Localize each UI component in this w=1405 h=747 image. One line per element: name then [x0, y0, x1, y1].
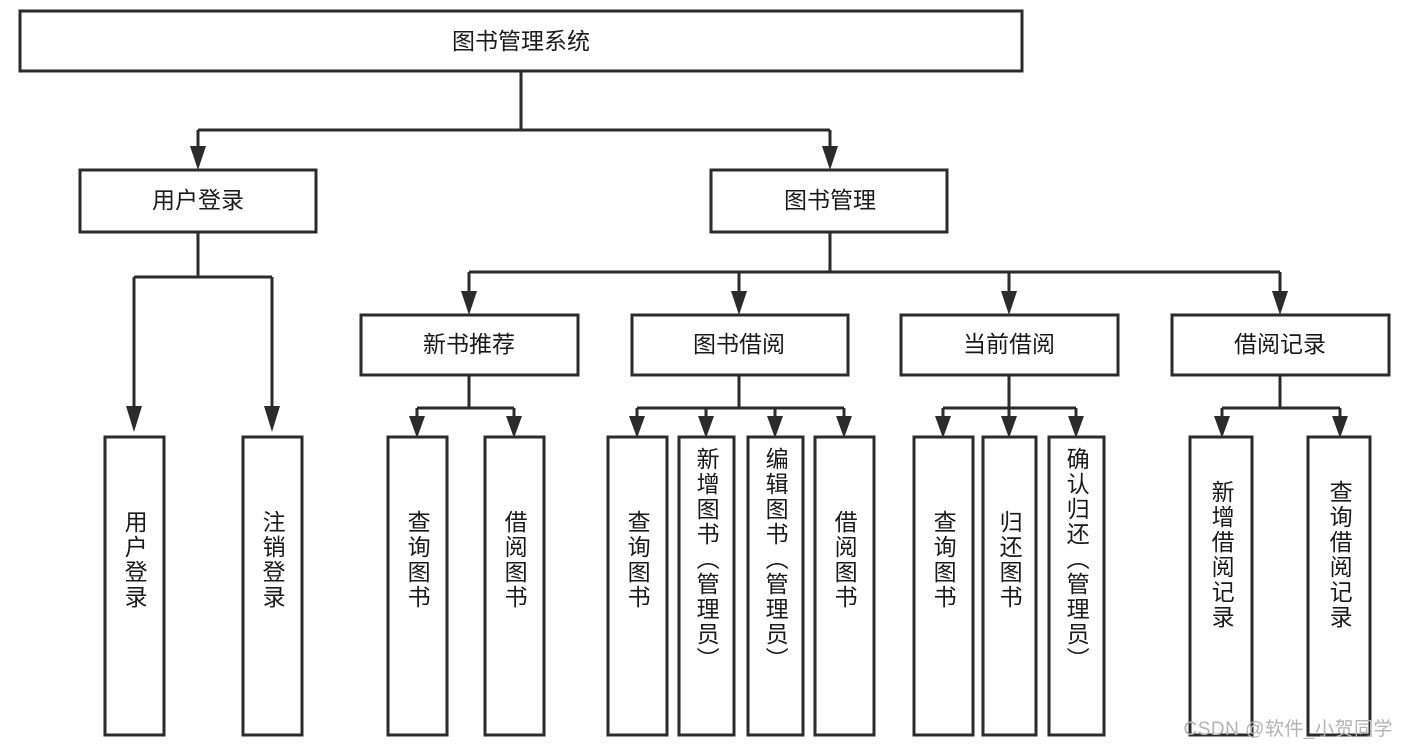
node-user-login[interactable]: 用户登录 — [78, 168, 318, 234]
arrow-to-leaf-logout-login — [264, 406, 280, 432]
node-new-book-recommend[interactable]: 新书推荐 — [359, 313, 580, 377]
node-root-box[interactable] — [18, 9, 1024, 73]
arrow-to-book-borrow — [731, 291, 747, 315]
node-book-borrow-box[interactable] — [630, 313, 850, 377]
arrow-to-book-management — [822, 146, 838, 170]
node-leaf-edit-book-admin-box[interactable] — [746, 435, 805, 737]
arrow-to-leaf-borrow-book-1 — [506, 416, 522, 438]
node-leaf-return-book-box[interactable] — [981, 435, 1038, 737]
node-borrow-record-box[interactable] — [1170, 313, 1391, 377]
node-leaf-confirm-return-admin-box[interactable] — [1047, 435, 1106, 737]
node-new-book-recommend-label: 新书推荐 — [423, 331, 515, 357]
arrow-to-leaf-add-book-admin — [698, 416, 714, 438]
node-leaf-add-book-admin-box[interactable] — [677, 435, 736, 737]
edge-group — [126, 71, 1348, 438]
node-root-label: 图书管理系统 — [452, 28, 590, 54]
arrow-to-leaf-query-book-2 — [629, 416, 645, 438]
node-book-management-label: 图书管理 — [784, 187, 876, 213]
arrow-to-leaf-confirm-return-admin — [1068, 416, 1084, 438]
node-leaf-query-book-3-box[interactable] — [912, 435, 975, 737]
node-leaf-query-book-2-box[interactable] — [606, 435, 669, 737]
node-leaf-user-login-box[interactable] — [103, 435, 166, 737]
node-book-borrow-label: 图书借阅 — [693, 331, 785, 357]
arrow-to-current-borrow — [1001, 291, 1017, 315]
arrow-to-new-book-recommend — [461, 291, 477, 315]
arrow-to-leaf-edit-book-admin — [767, 416, 783, 438]
node-current-borrow-label: 当前借阅 — [963, 331, 1055, 357]
arrow-to-borrow-record — [1272, 291, 1288, 315]
node-leaf-logout-login-box[interactable] — [241, 435, 304, 737]
node-current-borrow-box[interactable] — [899, 313, 1120, 377]
node-borrow-record[interactable]: 借阅记录 — [1170, 313, 1391, 377]
leaf-node-group — [103, 435, 1372, 737]
node-new-book-recommend-box[interactable] — [359, 313, 580, 377]
arrow-to-leaf-borrow-book-2 — [836, 416, 852, 438]
node-book-management-box[interactable] — [709, 168, 949, 234]
arrow-to-leaf-query-book-1 — [409, 416, 425, 438]
node-current-borrow[interactable]: 当前借阅 — [899, 313, 1120, 377]
node-root[interactable]: 图书管理系统 — [18, 9, 1024, 73]
arrow-to-user-login — [190, 146, 206, 170]
arrow-to-leaf-user-login — [126, 406, 142, 432]
arrow-to-leaf-add-borrow-record — [1214, 416, 1230, 438]
arrow-to-leaf-query-book-3 — [935, 416, 951, 438]
arrow-to-leaf-return-book — [1001, 416, 1017, 438]
node-leaf-add-borrow-record-box[interactable] — [1188, 435, 1254, 737]
node-leaf-query-book-1-box[interactable] — [386, 435, 449, 737]
node-borrow-record-label: 借阅记录 — [1234, 331, 1326, 357]
csdn-watermark: CSDN @软件_小贺同学 — [1183, 719, 1393, 740]
node-leaf-borrow-book-2-box[interactable] — [813, 435, 876, 737]
node-user-login-label: 用户登录 — [152, 187, 244, 213]
node-user-login-box[interactable] — [78, 168, 318, 234]
node-leaf-borrow-book-1-box[interactable] — [483, 435, 546, 737]
node-book-management[interactable]: 图书管理 — [709, 168, 949, 234]
node-leaf-query-borrow-record-box[interactable] — [1306, 435, 1372, 737]
node-book-borrow[interactable]: 图书借阅 — [630, 313, 850, 377]
arrow-to-leaf-query-borrow-record — [1332, 416, 1348, 438]
